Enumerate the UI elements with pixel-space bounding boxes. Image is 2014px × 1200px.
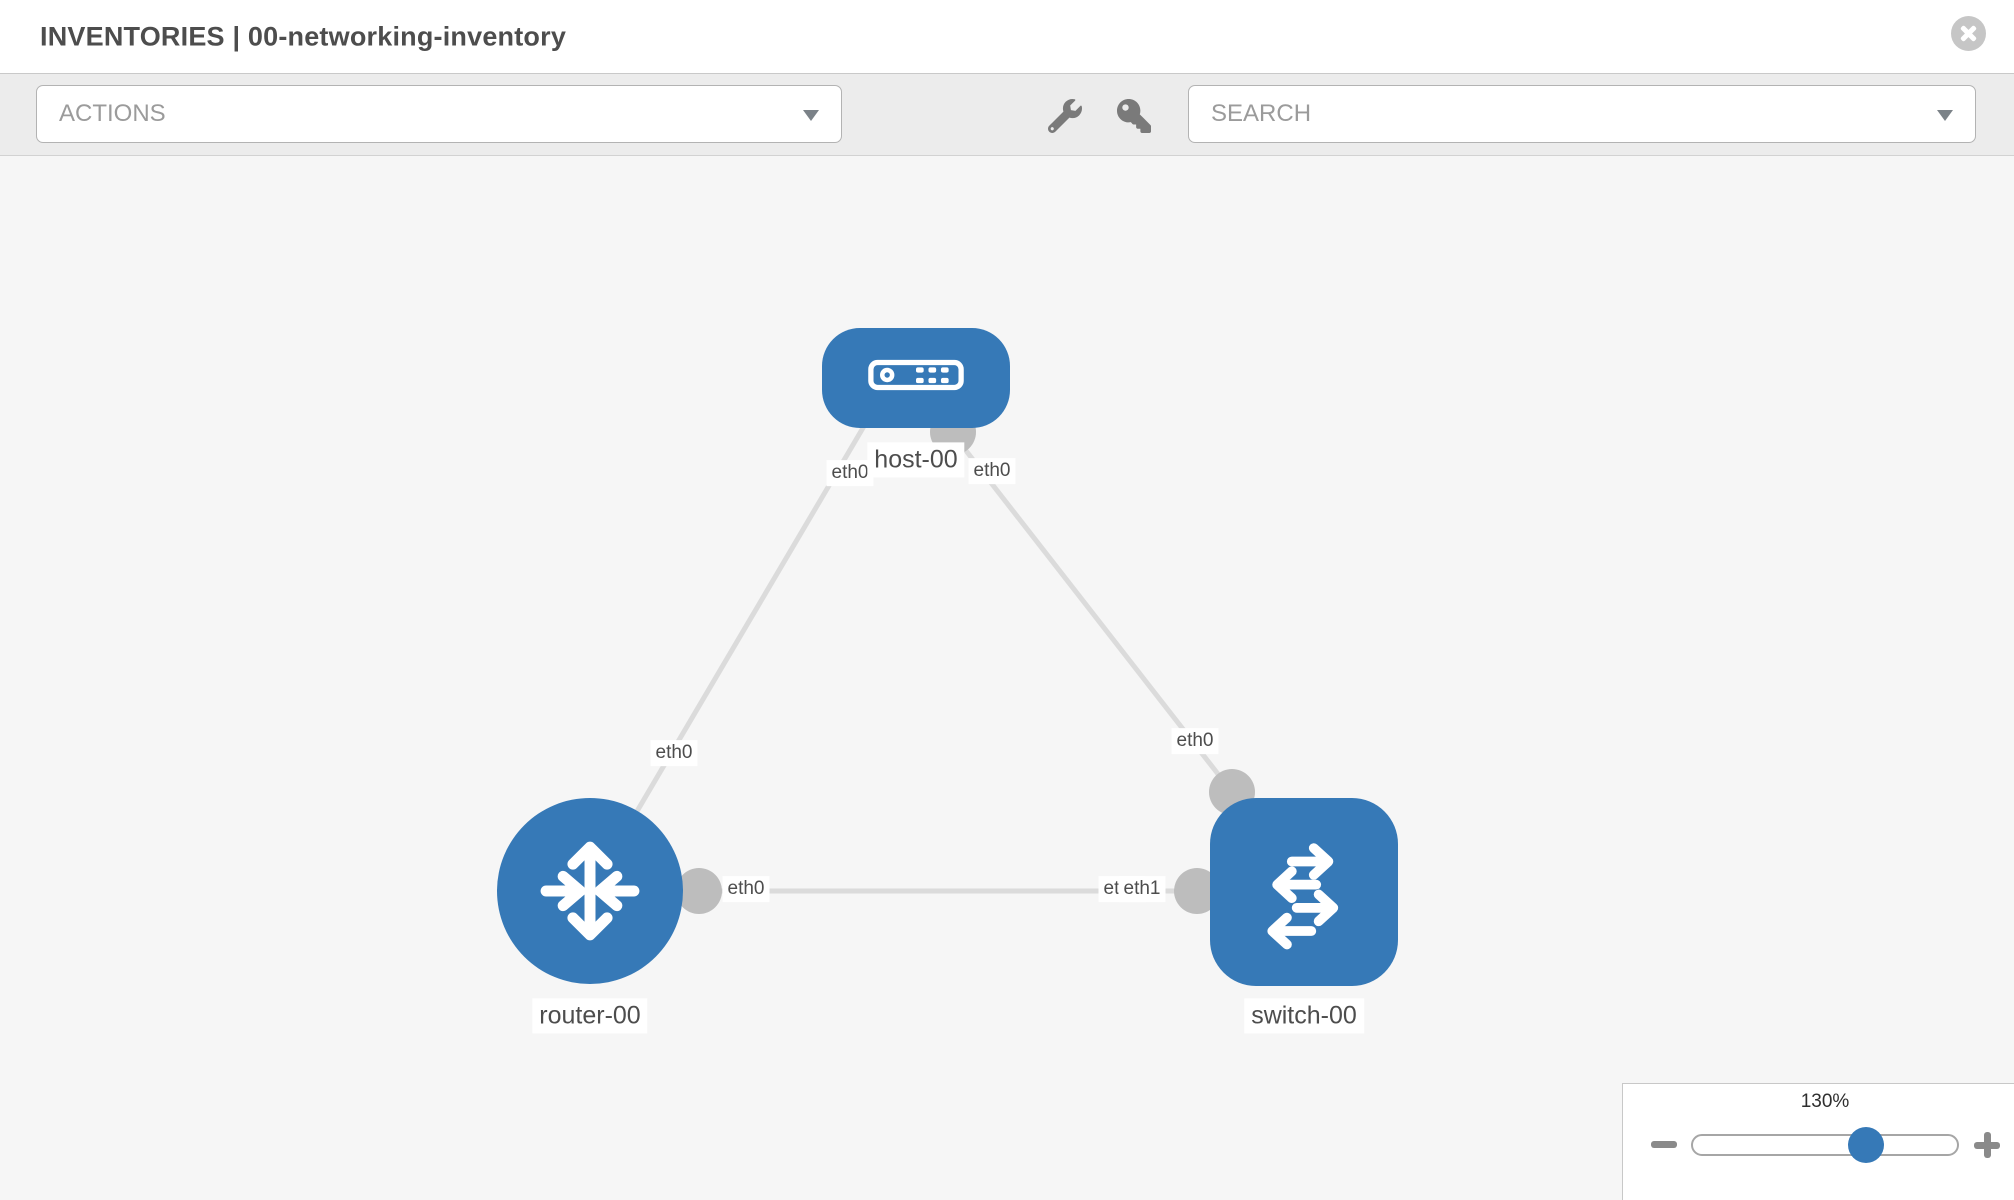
node-switch-00[interactable] <box>1210 798 1398 986</box>
zoom-percent-value: 130% <box>1800 1091 1850 1112</box>
titlebar: INVENTORIES | 00-networking-inventory <box>0 0 2014 73</box>
router-icon <box>540 841 640 941</box>
zoom-in-button[interactable] <box>1973 1131 2001 1159</box>
topology-canvas[interactable]: host-00 router-00 switch-00 eth0 eth0 et… <box>0 156 2014 1200</box>
node-host-00[interactable] <box>822 328 1010 428</box>
actions-dropdown-label: ACTIONS <box>59 100 166 127</box>
page-title: INVENTORIES | 00-networking-inventory <box>40 21 567 51</box>
toolbar: ACTIONS SEARCH <box>0 73 2014 156</box>
interface-label: eth0 <box>722 876 770 902</box>
zoom-control-panel: 130% <box>1622 1083 2014 1200</box>
chevron-down-icon <box>803 110 819 121</box>
search-dropdown-label: SEARCH <box>1211 100 1312 127</box>
zoom-out-button[interactable] <box>1651 1141 1677 1148</box>
actions-dropdown[interactable]: ACTIONS <box>36 85 842 143</box>
host-icon <box>868 359 964 391</box>
search-dropdown[interactable]: SEARCH <box>1188 85 1976 143</box>
chevron-down-icon <box>1937 110 1953 121</box>
configure-wrench-button[interactable] <box>1048 98 1084 134</box>
interface-label: eth0 <box>968 458 1016 484</box>
interface-label: eth0 <box>1171 728 1219 754</box>
zoom-slider-track[interactable] <box>1691 1127 1959 1163</box>
zoom-slider-knob[interactable] <box>1848 1127 1884 1163</box>
interface-label: eth0 <box>650 740 698 766</box>
interface-label: eth0 <box>826 460 874 486</box>
node-router-00[interactable] <box>497 798 683 984</box>
interface-label: eth1 <box>1118 876 1166 902</box>
switch-icon <box>1267 843 1339 950</box>
key-icon <box>1117 99 1151 133</box>
connector-dot-switch-left <box>1174 868 1220 914</box>
node-label-router: router-00 <box>532 998 648 1034</box>
node-label-switch: switch-00 <box>1244 998 1364 1034</box>
wrench-icon <box>1048 99 1082 133</box>
topology-edges <box>587 409 1255 914</box>
node-label-host: host-00 <box>867 442 965 478</box>
close-button[interactable] <box>1951 16 1986 51</box>
connector-dot-router <box>676 868 722 914</box>
credentials-key-button[interactable] <box>1117 98 1153 134</box>
